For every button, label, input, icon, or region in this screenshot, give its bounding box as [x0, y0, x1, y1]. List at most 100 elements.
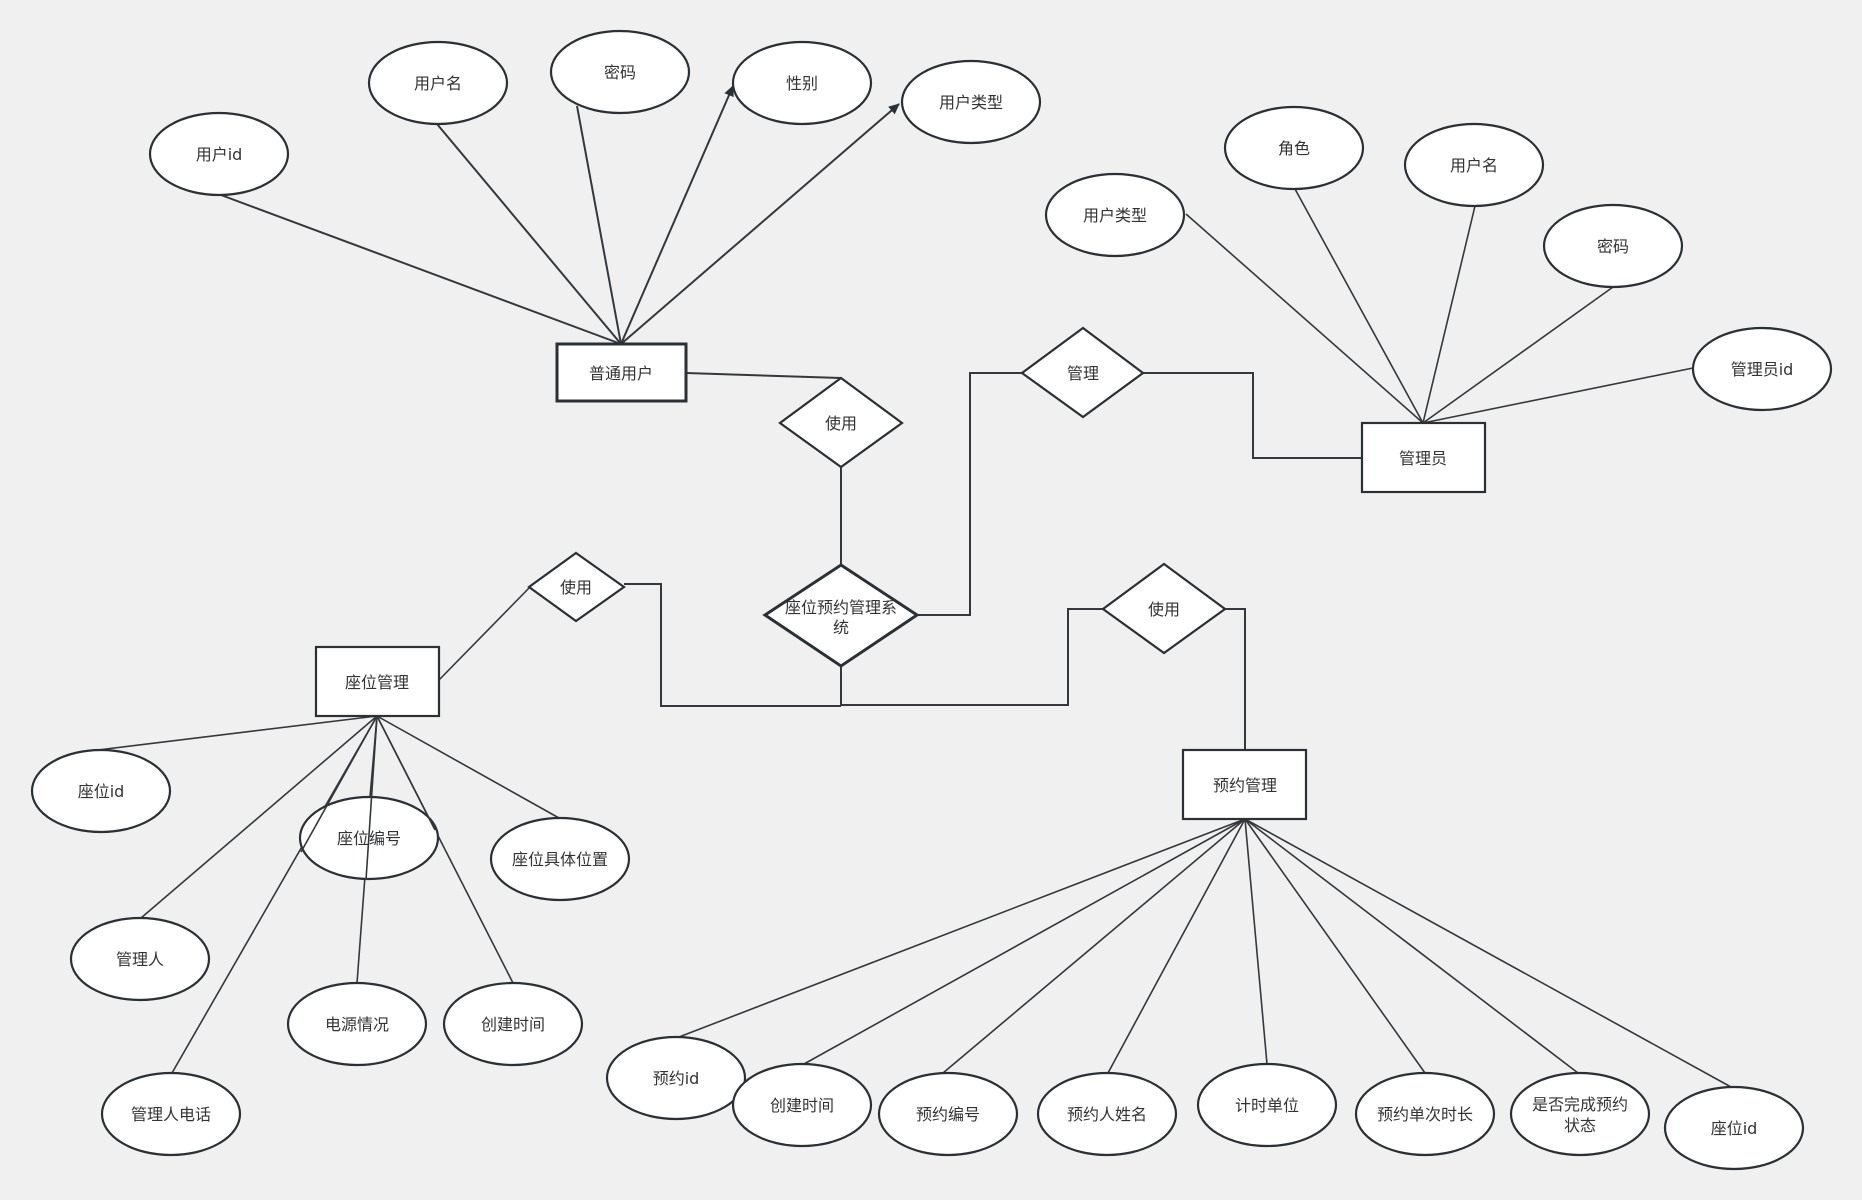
attribute-admin-username[interactable]: 用户名 [1403, 122, 1545, 208]
entity-seat-management[interactable]: 座位管理 [314, 645, 441, 718]
attribute-label: 密码 [1597, 237, 1629, 256]
entity-admin[interactable]: 管理员 [1360, 421, 1487, 494]
edge-seat-location [376, 715, 560, 819]
edge-manage-admin [1143, 372, 1362, 459]
entity-label: 管理员 [1399, 449, 1447, 468]
system-label-line1: 座位预约管理系 [785, 598, 897, 617]
relationship-label: 使用 [560, 578, 592, 597]
attribute-user-id[interactable]: 用户id [148, 111, 290, 197]
attribute-user-gender[interactable]: 性别 [731, 40, 873, 126]
attribute-seat-createtime[interactable]: 创建时间 [442, 981, 584, 1067]
entity-label: 普通用户 [589, 364, 653, 383]
attribute-label: 预约人姓名 [1067, 1105, 1147, 1124]
edge-user-username [436, 123, 622, 345]
edge-user-use [685, 372, 842, 379]
attribute-label: 密码 [604, 63, 636, 82]
attribute-label: 预约单次时长 [1377, 1105, 1473, 1124]
attribute-label: 管理人 [116, 950, 164, 969]
edge-res-timeunit [1244, 818, 1268, 1065]
relationship-system[interactable]: 座位预约管理系 统 [762, 563, 920, 668]
relationship-user-use[interactable]: 使用 [778, 376, 904, 469]
edge-res-status [1244, 818, 1579, 1074]
edge-seat-managerphone [171, 715, 378, 1074]
relationship-label: 管理 [1067, 364, 1099, 383]
attribute-seat-managerphone[interactable]: 管理人电话 [100, 1071, 242, 1157]
overlay-connectors [300, 715, 436, 881]
attribute-res-duration[interactable]: 预约单次时长 [1354, 1071, 1496, 1157]
attribute-label-line1: 是否完成预约 [1532, 1095, 1628, 1114]
relationship-seat-use[interactable]: 使用 [527, 551, 626, 623]
attribute-res-createtime[interactable]: 创建时间 [731, 1062, 873, 1148]
edge-res-resno [942, 818, 1246, 1074]
attribute-label: 创建时间 [770, 1096, 834, 1115]
attribute-label: 管理员id [1731, 360, 1794, 379]
edge-res-use-resmgmt [1225, 608, 1246, 749]
attribute-label: 计时单位 [1235, 1096, 1299, 1115]
attribute-res-seatid[interactable]: 座位id [1663, 1085, 1805, 1171]
attribute-seat-location[interactable]: 座位具体位置 [489, 816, 631, 902]
entity-label: 预约管理 [1213, 776, 1277, 795]
attribute-label: 座位具体位置 [512, 850, 608, 869]
attribute-user-password[interactable]: 密码 [549, 29, 691, 115]
edge-seat-managerphone-overlay [300, 715, 378, 853]
edge-user-usertype [620, 103, 900, 345]
attribute-label: 预约id [653, 1069, 700, 1088]
attribute-label: 管理人电话 [131, 1105, 211, 1124]
edge-res-duration [1244, 818, 1426, 1074]
edge-seat-power-overlay [365, 715, 378, 881]
edge-admin-role [1294, 188, 1424, 424]
attribute-user-username[interactable]: 用户名 [367, 40, 509, 126]
edge-admin-usertype [1185, 213, 1424, 424]
attribute-res-status[interactable]: 是否完成预约 状态 [1509, 1071, 1651, 1157]
attribute-admin-password[interactable]: 密码 [1542, 203, 1684, 289]
edge-user-gender [620, 85, 734, 345]
attribute-label: 用户类型 [1083, 206, 1147, 225]
attribute-label: 电源情况 [325, 1015, 389, 1034]
entity-label: 座位管理 [345, 673, 409, 692]
attribute-label-line2: 状态 [1564, 1116, 1596, 1135]
edge-admin-adminid [1422, 367, 1694, 424]
edge-seat-createtime-overlay [376, 715, 436, 831]
attribute-admin-role[interactable]: 角色 [1223, 105, 1365, 191]
attribute-label: 创建时间 [481, 1015, 545, 1034]
connectors [97, 85, 1732, 1088]
edge-res-resid [678, 818, 1246, 1038]
edge-res-createtime [803, 818, 1246, 1065]
edge-seat-use-bus [624, 583, 841, 707]
attribute-label: 座位id [1711, 1119, 1758, 1138]
entity-reservation-management[interactable]: 预约管理 [1181, 748, 1308, 821]
edge-user-password [576, 105, 622, 345]
attribute-seat-manager[interactable]: 管理人 [69, 916, 211, 1002]
attribute-res-timeunit[interactable]: 计时单位 [1196, 1062, 1338, 1148]
edge-system-manage [917, 372, 1022, 616]
edge-seat-manager [140, 715, 378, 919]
edge-seatmgmt-use [438, 586, 531, 681]
attribute-seat-id[interactable]: 座位id [30, 748, 172, 834]
attribute-res-id[interactable]: 预约id [605, 1035, 747, 1121]
attribute-user-type[interactable]: 用户类型 [900, 59, 1042, 145]
edge-res-name [1107, 818, 1246, 1074]
attribute-seat-power[interactable]: 电源情况 [286, 981, 428, 1067]
attribute-res-name[interactable]: 预约人姓名 [1036, 1071, 1178, 1157]
edge-user-userid [220, 194, 622, 345]
attribute-label: 预约编号 [916, 1105, 980, 1124]
attribute-label: 用户名 [1450, 156, 1498, 175]
attribute-label: 角色 [1278, 139, 1310, 158]
entity-user[interactable]: 普通用户 [555, 342, 688, 403]
relationship-admin-manage[interactable]: 管理 [1020, 326, 1145, 419]
attribute-label: 用户类型 [939, 93, 1003, 112]
edge-seat-seatid [97, 715, 378, 751]
attribute-label: 性别 [786, 74, 818, 93]
relationship-label: 使用 [1148, 600, 1180, 619]
edge-admin-username [1422, 205, 1476, 424]
attribute-admin-usertype[interactable]: 用户类型 [1044, 172, 1186, 258]
system-label-line2: 统 [833, 618, 849, 637]
relationship-reservation-use[interactable]: 使用 [1101, 562, 1227, 655]
attribute-res-number[interactable]: 预约编号 [877, 1071, 1019, 1157]
attribute-admin-id[interactable]: 管理员id [1691, 326, 1833, 412]
attribute-label: 用户名 [414, 74, 462, 93]
edge-admin-password [1422, 286, 1614, 424]
edge-res-seatid [1244, 818, 1732, 1088]
attribute-label: 座位id [78, 782, 125, 801]
